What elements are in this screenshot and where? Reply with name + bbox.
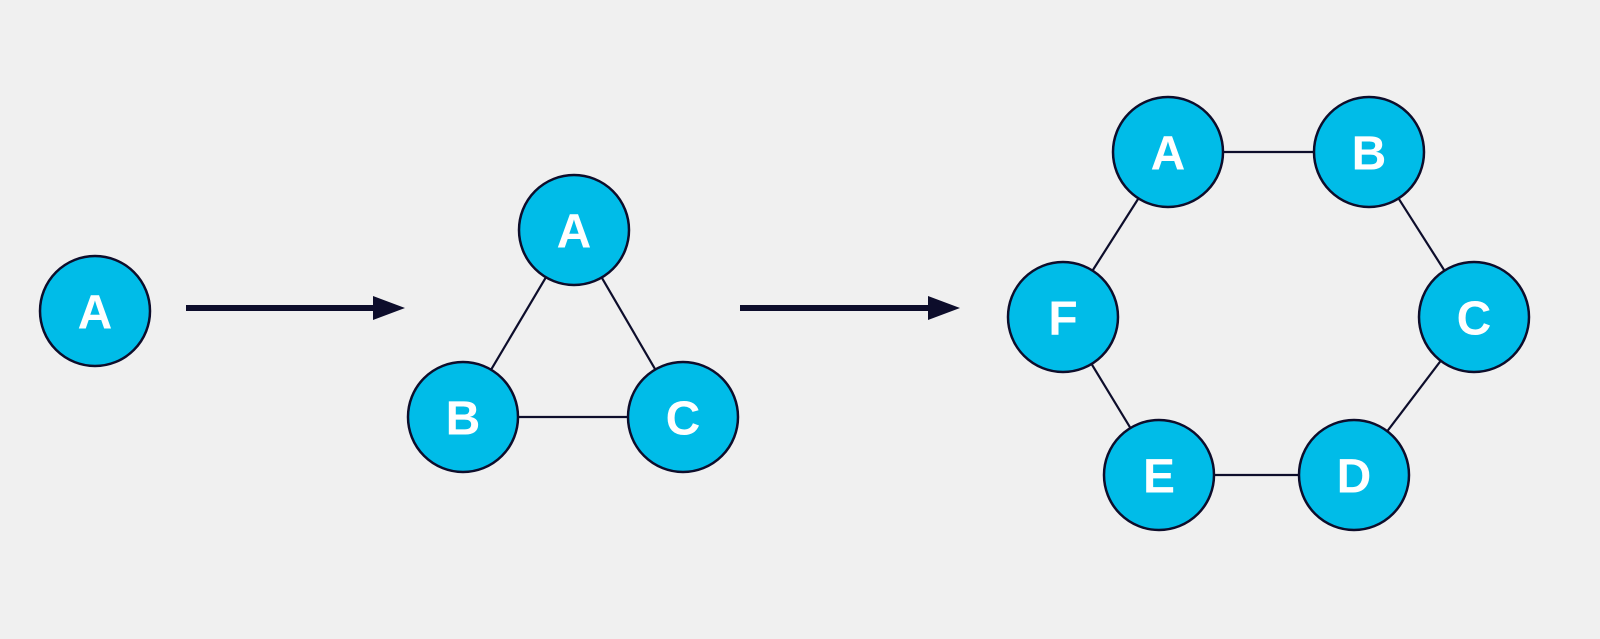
node-circle	[1102, 418, 1216, 532]
node-circle	[1006, 260, 1120, 374]
node-label: A	[557, 206, 592, 259]
stage-3-node-F: F	[1006, 260, 1120, 374]
transition-arrow	[740, 296, 960, 320]
node-circle	[1417, 260, 1531, 374]
arrow-head-icon	[373, 296, 405, 320]
transition-arrow	[186, 296, 405, 320]
node-circle	[1111, 95, 1225, 209]
node-circle	[626, 360, 740, 474]
node-circle	[1297, 418, 1411, 532]
stage-2-node-C: C	[626, 360, 740, 474]
arrow-head-icon	[928, 296, 960, 320]
node-label: A	[78, 287, 113, 340]
nodes-layer: A A B C A B C D E F	[38, 95, 1531, 532]
node-label: D	[1337, 451, 1372, 504]
node-circle	[406, 360, 520, 474]
stage-3-node-B: B	[1312, 95, 1426, 209]
arrows-layer	[186, 296, 960, 320]
node-label: B	[1352, 128, 1387, 181]
node-circle	[1312, 95, 1426, 209]
node-label: B	[446, 393, 481, 446]
node-label: F	[1048, 293, 1077, 346]
stage-3-node-C: C	[1417, 260, 1531, 374]
node-label: A	[1151, 128, 1186, 181]
node-circle	[38, 254, 152, 368]
stage-3-node-A: A	[1111, 95, 1225, 209]
stage-3-node-D: D	[1297, 418, 1411, 532]
stage-3-node-E: E	[1102, 418, 1216, 532]
node-label: C	[666, 393, 701, 446]
node-label: C	[1457, 293, 1492, 346]
node-label: E	[1143, 451, 1175, 504]
stage-1-node-A: A	[38, 254, 152, 368]
stage-2-node-B: B	[406, 360, 520, 474]
node-circle	[517, 173, 631, 287]
stage-2-node-A: A	[517, 173, 631, 287]
